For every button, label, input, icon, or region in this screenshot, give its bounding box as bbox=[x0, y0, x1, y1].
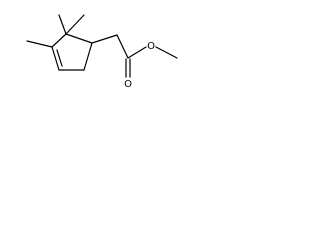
bond-methyl-gem-left bbox=[58, 14, 67, 35]
bond-ring-c1-c2 bbox=[65, 33, 93, 44]
bond-ring-c4-c5 bbox=[51, 46, 60, 71]
bond-ester-o-methyl bbox=[155, 46, 178, 59]
bond-methyl-ring bbox=[26, 40, 53, 48]
bond-ch2-carbonyl bbox=[116, 34, 129, 59]
bond-ch2 bbox=[91, 34, 118, 44]
bond-ester-c-o bbox=[127, 46, 147, 59]
bond-ring-c2-c3 bbox=[83, 42, 93, 71]
bond-methyl-gem-right bbox=[65, 14, 85, 35]
bond-ring-double-inner bbox=[56, 49, 63, 67]
chemical-structure-diagram: O O bbox=[26, 14, 178, 90]
bond-ring-c5-c1 bbox=[51, 33, 67, 48]
ether-oxygen-label: O bbox=[147, 41, 155, 52]
carbonyl-oxygen-label: O bbox=[124, 79, 132, 90]
